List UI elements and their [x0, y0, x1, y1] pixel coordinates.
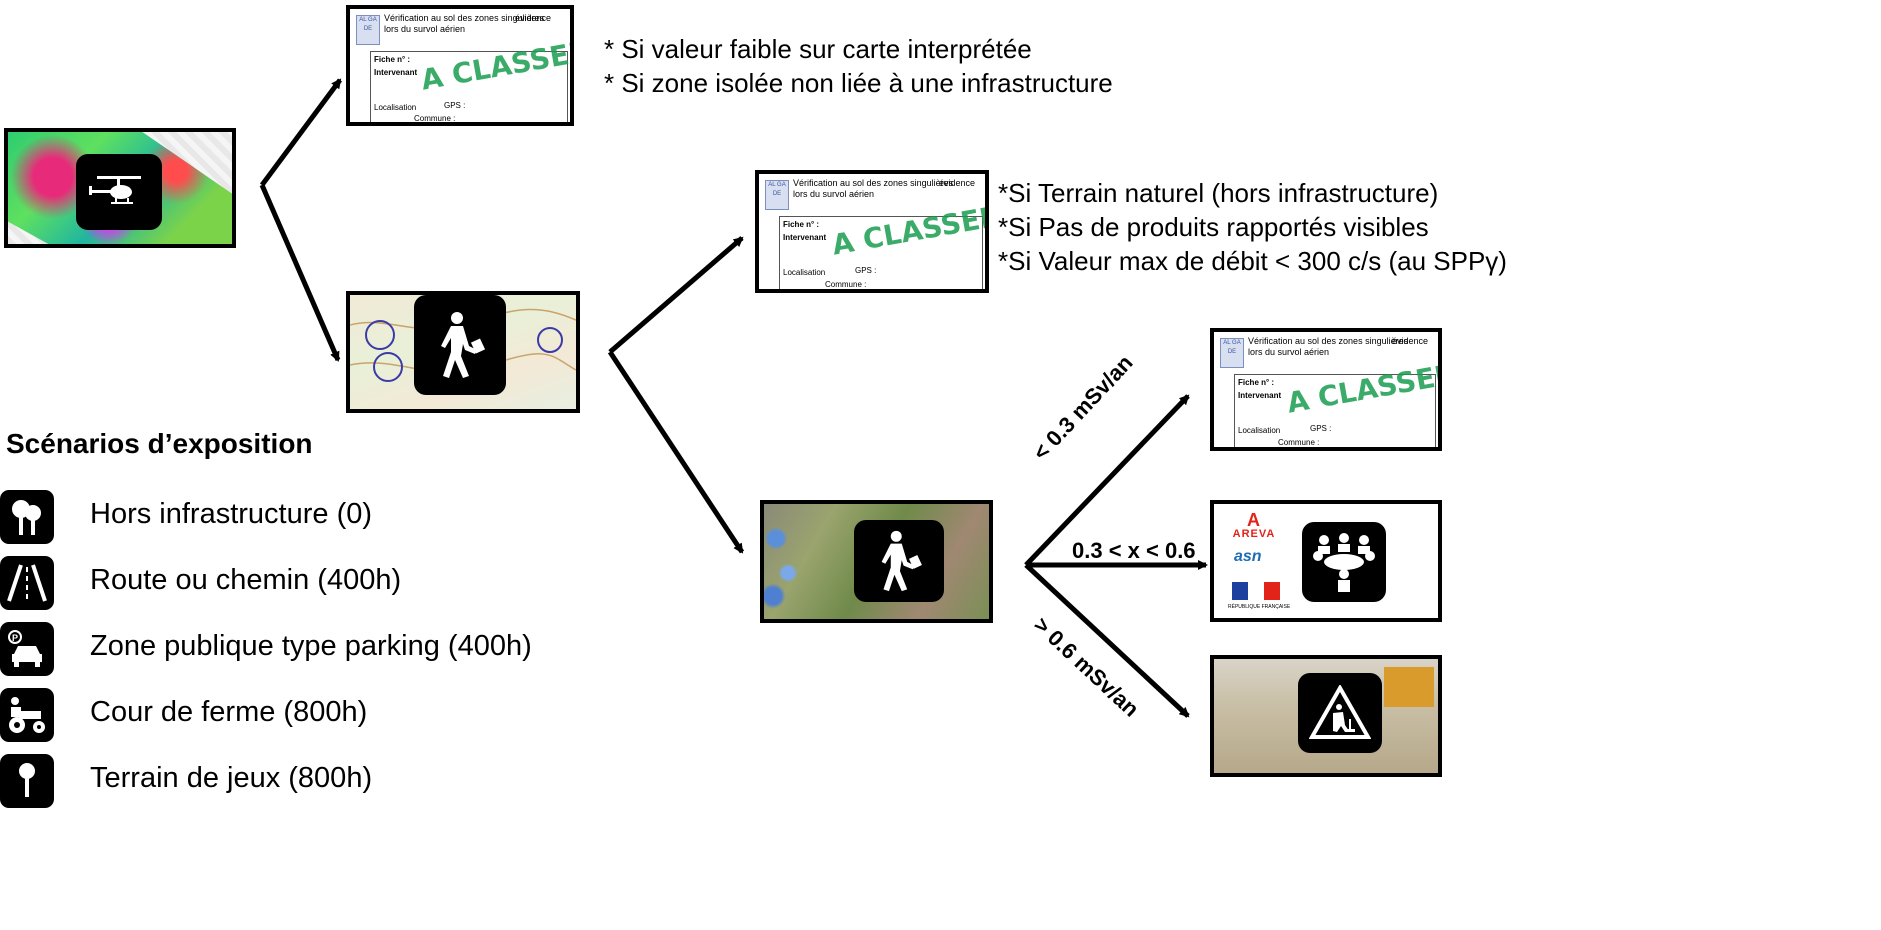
- walking-person-icon: [414, 295, 506, 395]
- road-icon: [0, 556, 54, 610]
- excavator-shape: [1384, 667, 1434, 707]
- commune-label: Commune :: [414, 114, 456, 123]
- meeting-icon: [1302, 522, 1386, 602]
- areva-logo-mark: A: [1247, 510, 1261, 530]
- form-title: Vérification au sol des zones singulière…: [1248, 336, 1409, 346]
- form-title-right: évidence: [515, 13, 552, 23]
- note-top-1: * Si valeur faible sur carte interprétée: [604, 34, 1032, 64]
- legend-label: Terrain de jeux (800h): [90, 762, 373, 794]
- algade-logo: AL GA DE: [765, 180, 789, 210]
- svg-text:P: P: [12, 633, 18, 643]
- note-top-2: * Si zone isolée non liée à une infrastr…: [604, 68, 1113, 98]
- form-title: Vérification au sol des zones singulière…: [793, 178, 954, 188]
- gps-label: GPS :: [1310, 424, 1332, 433]
- arrow-to-mid-form: [608, 236, 744, 354]
- helicopter-icon: [76, 154, 162, 230]
- legend-item-farmyard: Cour de ferme (800h): [0, 688, 700, 744]
- form-subtitle: lors du survol aérien: [1248, 347, 1330, 357]
- republique-label: RÉPUBLIQUE FRANÇAISE: [1228, 604, 1291, 610]
- legend-item-road: Route ou chemin (400h): [0, 556, 700, 612]
- legend-item-parking: P Zone publique type parking (400h): [0, 622, 700, 678]
- note-mid-1: *Si Terrain naturel (hors infrastructure…: [998, 178, 1439, 208]
- arrow-to-top-form: [259, 78, 343, 187]
- walking-person-icon: [854, 520, 944, 602]
- roadworks-warning-icon: [1298, 673, 1382, 753]
- legend-label: Zone publique type parking (400h): [90, 630, 532, 662]
- form-subtitle: lors du survol aérien: [793, 189, 875, 199]
- form-title: Vérification au sol des zones singulière…: [384, 13, 545, 23]
- excavation-photo: [1210, 655, 1442, 777]
- asn-logo: asn: [1234, 548, 1262, 565]
- localisation-label: Localisation: [374, 103, 417, 112]
- playground-icon: [0, 754, 54, 808]
- legend-item-off-infrastructure: Hors infrastructure (0): [0, 490, 700, 546]
- parking-car-icon: P: [0, 622, 54, 676]
- intervenant-label: Intervenant: [374, 68, 418, 77]
- legend-label: Hors infrastructure (0): [90, 498, 373, 530]
- algade-logo: AL GA DE: [356, 15, 380, 45]
- topographic-map: [346, 291, 580, 413]
- arrow-to-aerial: [607, 350, 745, 554]
- fiche-label: Fiche n° :: [374, 55, 411, 64]
- authorities-panel: A AREVA asn RÉPUBLIQUE FRANÇAISE: [1210, 500, 1442, 622]
- fiche-label: Fiche n° :: [783, 220, 820, 229]
- note-mid-3: *Si Valeur max de débit < 300 c/s (au SP…: [998, 246, 1507, 276]
- intervenant-label: Intervenant: [783, 233, 827, 242]
- legend-item-playground: Terrain de jeux (800h): [0, 754, 700, 810]
- form-title-right: évidence: [939, 178, 976, 188]
- tractor-icon: [0, 688, 54, 742]
- legend-label: Route ou chemin (400h): [90, 564, 402, 596]
- radiation-heatmap: [4, 128, 236, 248]
- verification-form-top: AL GA DE Vérification au sol des zones s…: [346, 5, 574, 126]
- commune-label: Commune :: [825, 280, 867, 289]
- aerial-photo: [760, 500, 993, 623]
- fiche-label: Fiche n° :: [1238, 378, 1275, 387]
- commune-label: Commune :: [1278, 438, 1320, 447]
- note-mid-2: *Si Pas de produits rapportés visibles: [998, 212, 1429, 242]
- edge-label-mid-dose: 0.3 < x < 0.6: [1072, 538, 1196, 563]
- legend-title: Scénarios d’exposition: [6, 428, 313, 459]
- arrow-low-dose: [1024, 394, 1190, 567]
- marianne-flag: [1232, 582, 1280, 600]
- tree-icon: [0, 490, 54, 544]
- areva-logo: AREVA: [1232, 528, 1276, 540]
- form-title-right: évidence: [1392, 336, 1429, 346]
- verification-form-middle: AL GA DE Vérification au sol des zones s…: [755, 170, 989, 293]
- algade-logo: AL GA DE: [1220, 338, 1244, 368]
- gps-label: GPS :: [444, 101, 466, 110]
- legend-label: Cour de ferme (800h): [90, 696, 368, 728]
- localisation-label: Localisation: [1238, 426, 1281, 435]
- arrow-to-topo-map: [259, 184, 341, 362]
- localisation-label: Localisation: [783, 268, 826, 277]
- gps-label: GPS :: [855, 266, 877, 275]
- arrow-high-dose: [1024, 563, 1190, 718]
- form-subtitle: lors du survol aérien: [384, 24, 466, 34]
- verification-form-right: AL GA DE Vérification au sol des zones s…: [1210, 328, 1442, 451]
- legend-list: Hors infrastructure (0) Route ou chemin …: [0, 490, 700, 930]
- intervenant-label: Intervenant: [1238, 391, 1282, 400]
